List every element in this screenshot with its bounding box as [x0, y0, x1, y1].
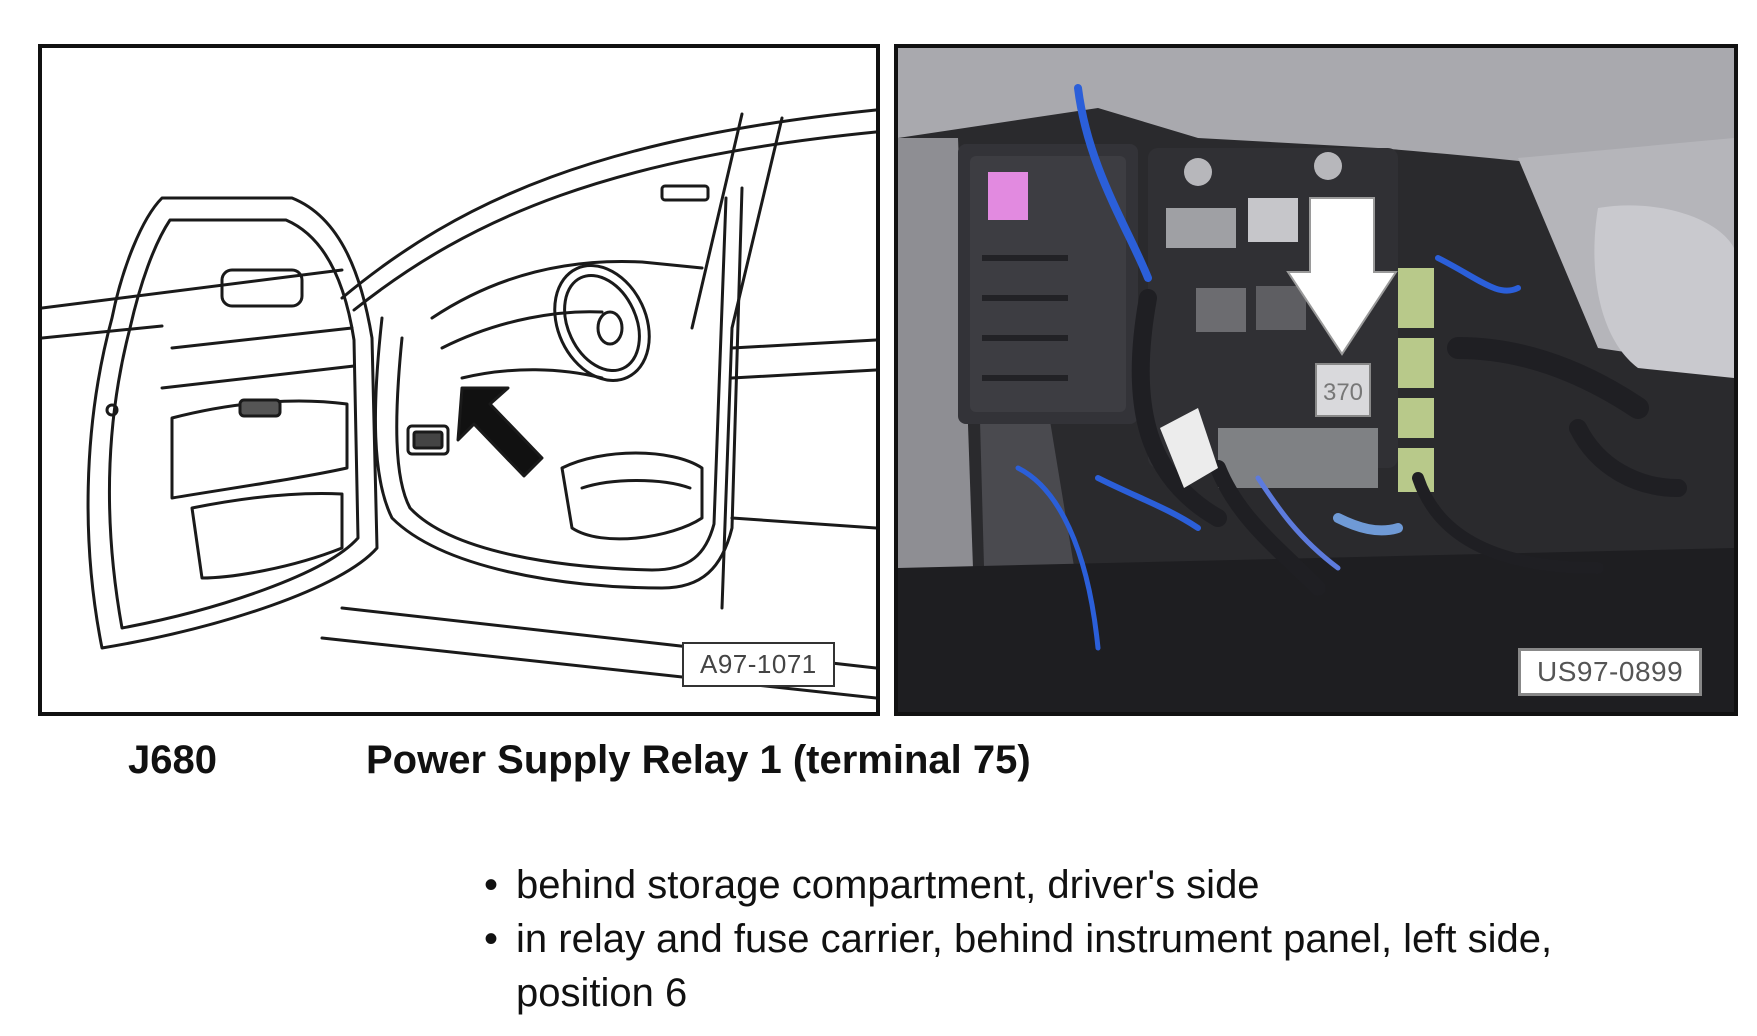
- figure-code-label: A97-1071: [682, 642, 835, 687]
- component-name: Power Supply Relay 1 (terminal 75): [366, 738, 1031, 782]
- relay-carrier-photo: 370 US97-0899: [894, 44, 1738, 716]
- location-item: in relay and fuse carrier, behind instru…: [484, 912, 1584, 1020]
- figure-code-label: US97-0899: [1518, 648, 1703, 696]
- location-item: behind storage compartment, driver's sid…: [484, 858, 1584, 912]
- line-drawing-figure: A97-1071: [38, 44, 880, 716]
- pink-marker: [988, 172, 1028, 220]
- location-list: behind storage compartment, driver's sid…: [484, 858, 1584, 1020]
- relay-marking-text: 370: [1323, 379, 1363, 406]
- car-door-illustration: [42, 108, 876, 700]
- component-code: J680: [128, 738, 217, 782]
- relay-carrier-photo-illustration: 370: [898, 48, 1734, 712]
